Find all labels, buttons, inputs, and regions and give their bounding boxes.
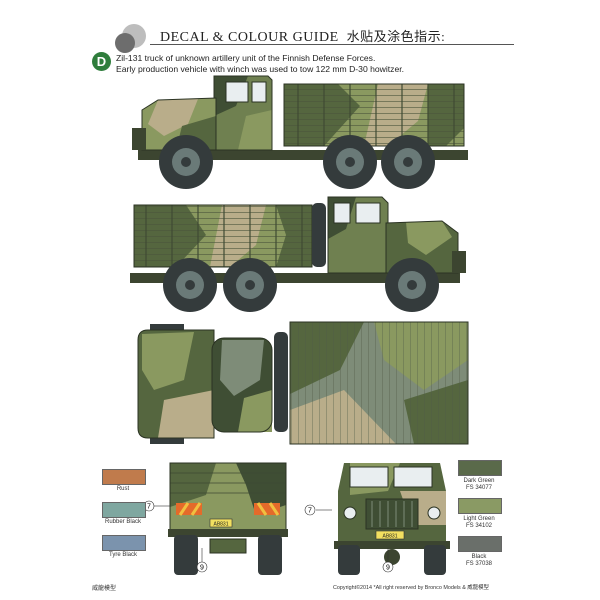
header-rule <box>150 44 514 45</box>
rear-plate-text: AB831 <box>213 522 228 528</box>
swatch-light-green <box>458 498 502 514</box>
page-title-en: DECAL & COLOUR GUIDE <box>160 30 339 45</box>
caption-line-1: Zil-131 truck of unknown artillery unit … <box>116 53 376 63</box>
warning-stripes-left <box>176 502 202 516</box>
footer-copyright: Copyright©2014 *All right reserved by Br… <box>333 585 489 591</box>
hood <box>137 329 215 439</box>
swatch-label-rubber-black: Rubber Black <box>104 519 142 525</box>
cargo-bed <box>289 321 469 445</box>
swatch-code: FS 34077 <box>465 485 493 491</box>
callout-7-front-label: 7 <box>308 508 312 515</box>
truck-right-side-view <box>130 196 466 312</box>
wheel <box>159 135 213 189</box>
swatch-label-rust: Rust <box>116 486 130 492</box>
truck-top-view <box>137 321 469 445</box>
cab <box>327 196 389 274</box>
cargo-bed <box>133 204 313 268</box>
swatch-label-dark-green: Dark Green FS 34077 <box>454 478 504 492</box>
truck-front-view: AB831 <box>334 463 450 575</box>
swatch-code: FS 34102 <box>465 523 493 529</box>
cargo-bed <box>283 83 465 147</box>
callouts-rear: 7 <box>143 500 170 512</box>
cab-roof <box>211 337 273 433</box>
spare-tyre <box>312 203 326 267</box>
page-title-cn: 水贴及涂色指示: <box>346 29 446 44</box>
swatch-label-light-green: Light Green FS 34102 <box>454 516 504 530</box>
callout-7-label: 7 <box>147 504 151 511</box>
wheel <box>223 258 277 312</box>
footer-brand: 威龍模型 <box>92 586 117 592</box>
cab <box>213 75 273 151</box>
truck-left-side-view <box>132 75 468 189</box>
swatch-rubber-black <box>102 502 146 518</box>
callouts-front-bottom: 9 <box>382 548 394 573</box>
scheme-caption: Zil-131 truck of unknown artillery unit … <box>116 53 404 74</box>
swatch-name: Dark Green <box>463 478 495 484</box>
callout-9-front-label: 9 <box>386 565 390 572</box>
swatch-label-black: Black FS 37038 <box>454 554 504 568</box>
swatch-code: FS 37038 <box>465 561 493 567</box>
swatch-black <box>458 536 502 552</box>
swatch-tyre-black <box>102 535 146 551</box>
scheme-badge: D <box>92 52 111 71</box>
caption-line-2: Early production vehicle with winch was … <box>116 63 405 74</box>
front-plate-text: AB831 <box>382 534 397 540</box>
swatch-name: Light Green <box>463 516 495 522</box>
callout-9-label: 9 <box>200 565 204 572</box>
hood <box>132 97 217 151</box>
swatch-label-tyre-black: Tyre Black <box>108 552 137 558</box>
swatch-rust <box>102 469 146 485</box>
truck-rear-view: AB831 <box>168 462 288 575</box>
spare-tyre <box>274 332 288 432</box>
wheel <box>381 135 435 189</box>
header-circles-logo <box>115 24 146 53</box>
swatch-dark-green <box>458 460 502 476</box>
warning-stripes-right <box>254 502 280 516</box>
wheel <box>323 135 377 189</box>
wheel <box>385 258 439 312</box>
wheel <box>163 258 217 312</box>
page-title: DECAL & COLOUR GUIDE 水贴及涂色指示: <box>160 26 445 46</box>
swatch-name: Black <box>471 554 487 560</box>
callouts-rear-bottom: 9 <box>196 548 208 573</box>
callouts-front: 7 <box>304 504 332 516</box>
